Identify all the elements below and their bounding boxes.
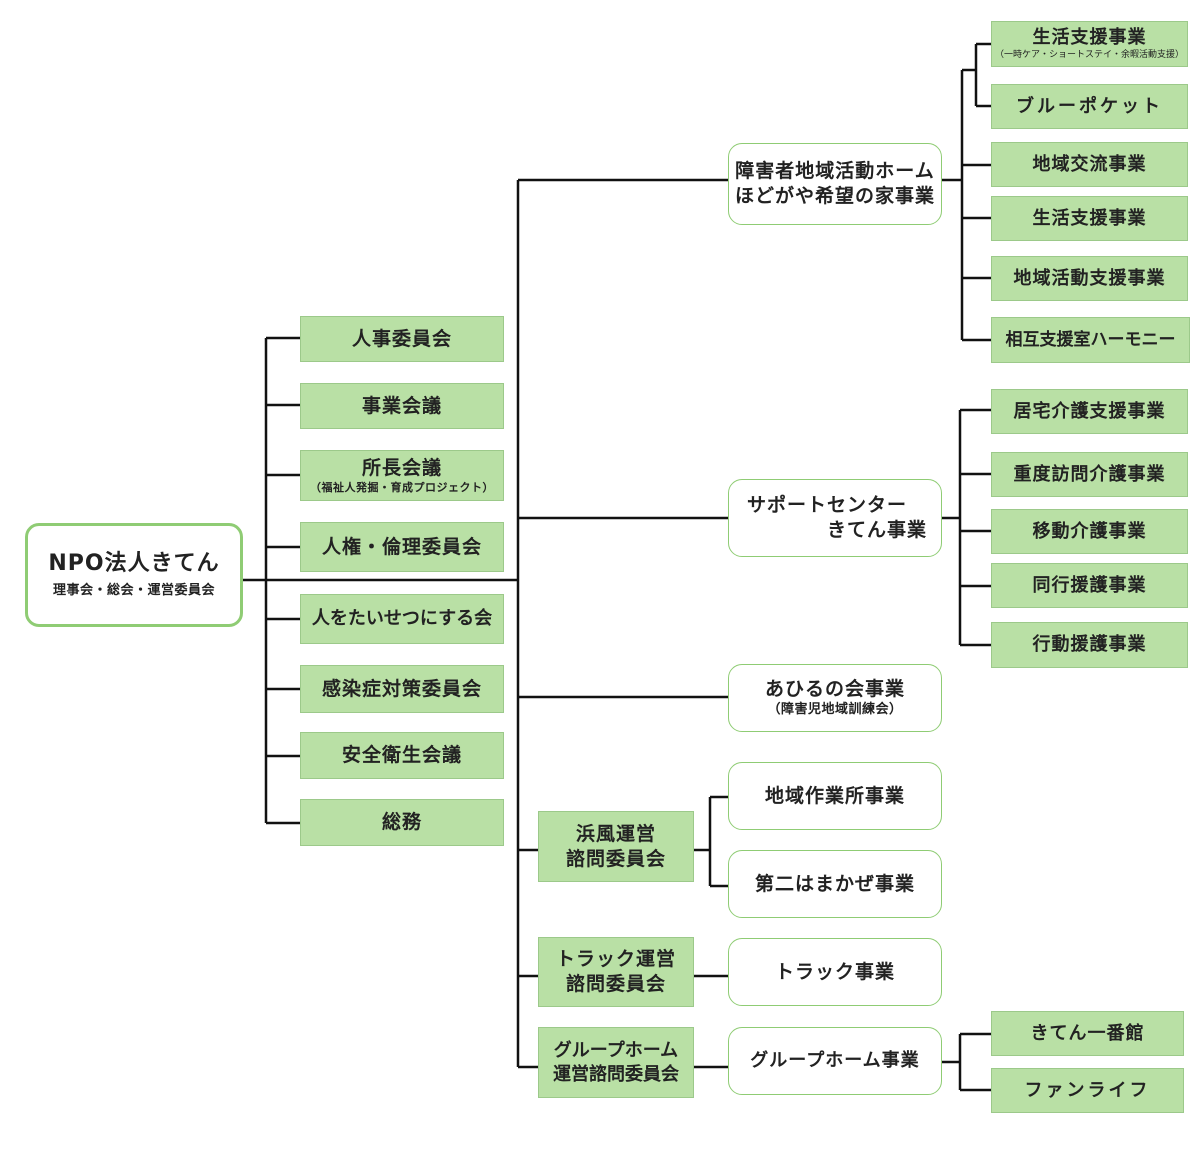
hamakaze-line1: 浜風運営 — [575, 822, 656, 845]
business-ahiru: あひるの会事業 （障害児地域訓練会） — [728, 664, 942, 732]
grouphome-line1: グループホーム — [553, 1040, 679, 1062]
committee-shocho-kaigi: 所長会議 （福祉人発掘・育成プロジェクト） — [300, 450, 504, 501]
committee-label: 総務 — [381, 811, 422, 834]
grouphome-business-label: グループホーム事業 — [750, 1050, 920, 1072]
business-support-center: サポートセンター きてん事業 — [728, 479, 942, 557]
business-grouphome: グループホーム事業 — [728, 1027, 942, 1095]
item-label: 移動介護事業 — [1032, 520, 1147, 542]
home-item-harmony: 相互支援室ハーモニー — [991, 317, 1190, 363]
council-hamakaze: 浜風運営 諮問委員会 — [538, 811, 694, 882]
grouphome-line2: 運営諮問委員会 — [553, 1063, 679, 1085]
truck-business-label: トラック事業 — [774, 960, 895, 983]
support-item-kyotaku: 居宅介護支援事業 — [991, 389, 1188, 434]
home-item-seikatsu-shien-1: 生活支援事業 （一時ケア・ショートステイ・余暇活動支援） — [991, 21, 1188, 67]
committee-jinji: 人事委員会 — [300, 316, 504, 362]
committee-label: 安全衛生会議 — [341, 744, 462, 767]
home-line2: ほどがや希望の家事業 — [734, 185, 935, 207]
home-line1: 障害者地域活動ホーム — [735, 160, 935, 183]
support-item-judo-homon: 重度訪問介護事業 — [991, 452, 1188, 497]
support-line2: きてん事業 — [826, 519, 927, 541]
truck-line2: 諮問委員会 — [565, 973, 666, 995]
committee-somu: 総務 — [300, 799, 504, 846]
item-label: 行動援護事業 — [1032, 634, 1147, 656]
support-item-ido: 移動介護事業 — [991, 509, 1188, 554]
item-label: きてん一番館 — [1030, 1022, 1145, 1044]
business-daini-hamakaze: 第二はまかぜ事業 — [728, 850, 942, 918]
item-label: 地域活動支援事業 — [1013, 267, 1166, 289]
ahiru-note: （障害児地域訓練会） — [767, 702, 903, 718]
hamakaze-item-label: 地域作業所事業 — [764, 784, 905, 807]
item-label: 相互支援室ハーモニー — [1005, 329, 1176, 350]
item-label: 居宅介護支援事業 — [1013, 400, 1166, 422]
root-subtitle: 理事会・総会・運営委員会 — [52, 582, 215, 598]
business-home: 障害者地域活動ホーム ほどがや希望の家事業 — [728, 143, 942, 225]
committee-label: 人をたいせつにする会 — [311, 608, 493, 630]
committee-jigyo-kaigi: 事業会議 — [300, 383, 504, 429]
ahiru-label: あひるの会事業 — [764, 677, 905, 700]
item-label: 重度訪問介護事業 — [1013, 463, 1166, 485]
item-note: （一時ケア・ショートステイ・余暇活動支援） — [994, 49, 1184, 60]
support-line1: サポートセンター — [747, 494, 908, 517]
support-item-kodo: 行動援護事業 — [991, 622, 1188, 668]
committee-label: 事業会議 — [361, 394, 442, 417]
truck-line1: トラック運営 — [555, 948, 676, 971]
home-item-blue-pocket: ブルーポケット — [991, 84, 1188, 129]
item-label: 地域交流事業 — [1032, 153, 1147, 175]
council-grouphome: グループホーム 運営諮問委員会 — [538, 1027, 694, 1098]
hamakaze-item-label: 第二はまかぜ事業 — [754, 872, 915, 895]
committee-note: （福祉人発掘・育成プロジェクト） — [310, 481, 494, 495]
item-label: 生活支援事業 — [1032, 207, 1147, 229]
root-title: NPO法人きてん — [48, 551, 220, 577]
committee-label: 所長会議 — [361, 456, 442, 479]
business-truck: トラック事業 — [728, 938, 942, 1006]
committee-label: 人事委員会 — [351, 327, 452, 350]
item-label: 生活支援事業 — [1032, 27, 1147, 49]
item-label: ブルーポケット — [1016, 95, 1163, 117]
committee-label: 人権・倫理委員会 — [321, 535, 482, 558]
committee-jinken-rinri: 人権・倫理委員会 — [300, 522, 504, 572]
grouphome-item-funlife: ファンライフ — [991, 1068, 1184, 1113]
committee-kansensho: 感染症対策委員会 — [300, 665, 504, 713]
committee-label: 感染症対策委員会 — [321, 677, 482, 700]
hamakaze-line2: 諮問委員会 — [565, 847, 666, 870]
root-organization-box: NPO法人きてん 理事会・総会・運営委員会 — [25, 523, 243, 627]
home-item-chiiki-katsudo: 地域活動支援事業 — [991, 256, 1188, 301]
item-label: 同行援護事業 — [1032, 574, 1147, 596]
committee-taisetsu: 人をたいせつにする会 — [300, 594, 504, 644]
committee-anzen-eisei: 安全衛生会議 — [300, 732, 504, 779]
item-label: ファンライフ — [1024, 1079, 1151, 1101]
home-item-seikatsu-shien-2: 生活支援事業 — [991, 196, 1188, 241]
grouphome-item-ichibankan: きてん一番館 — [991, 1011, 1184, 1056]
home-item-chiiki-koryu: 地域交流事業 — [991, 142, 1188, 187]
support-item-doko: 同行援護事業 — [991, 563, 1188, 608]
council-truck: トラック運営 諮問委員会 — [538, 937, 694, 1007]
business-chiiki-sagyosho: 地域作業所事業 — [728, 762, 942, 830]
